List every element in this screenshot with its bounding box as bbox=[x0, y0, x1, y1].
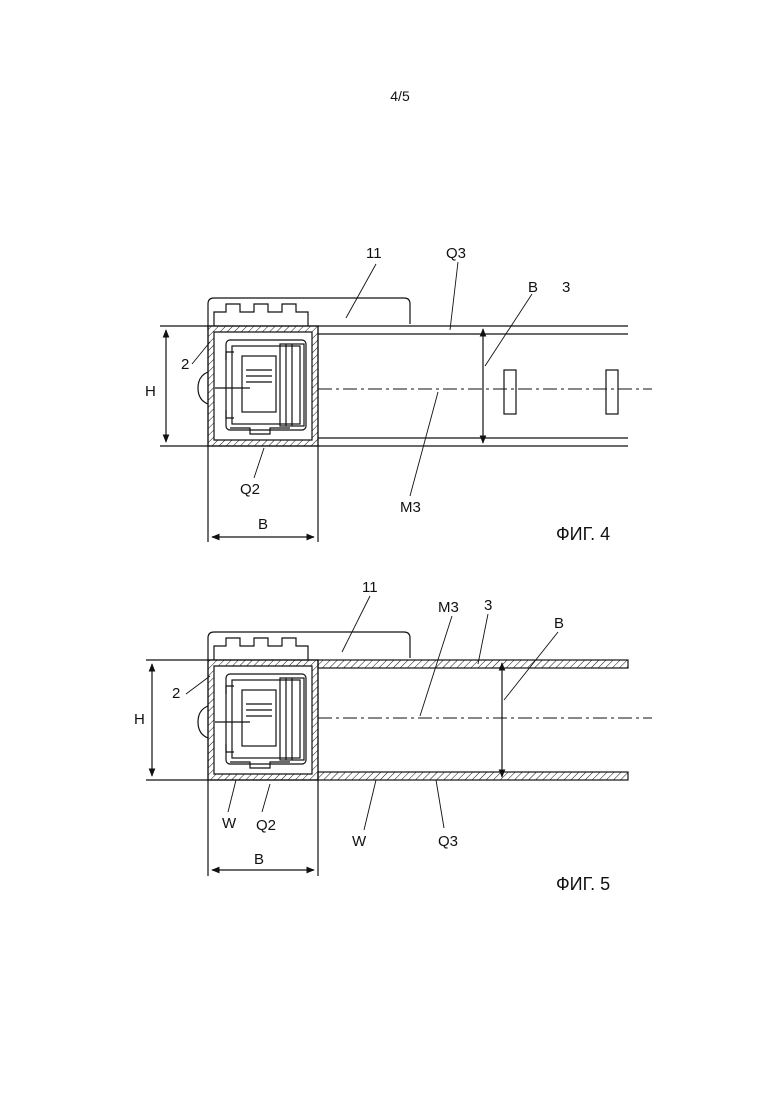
fig4-label-2: 2 bbox=[181, 356, 189, 373]
fig5-label-h: H bbox=[134, 711, 145, 728]
fig5-label-3: 3 bbox=[484, 597, 492, 614]
fig5-label-m3: M3 bbox=[438, 599, 459, 616]
fig5-label-b-width: B bbox=[254, 851, 264, 868]
fig4-label-b-inner: B bbox=[528, 279, 538, 296]
fig5-label-b-inner: B bbox=[554, 615, 564, 632]
cover-11 bbox=[208, 298, 410, 330]
conduit-bottom-wall bbox=[318, 772, 628, 780]
cover-11 bbox=[208, 632, 410, 660]
clip-profile bbox=[214, 304, 308, 326]
fig5-label-w-right: W bbox=[352, 833, 367, 850]
fig5-label-w-left: W bbox=[222, 815, 237, 832]
fig4-label-h: H bbox=[145, 383, 156, 400]
fig4-label-b-width: B bbox=[258, 516, 268, 533]
fig5-label-11: 11 bbox=[362, 579, 378, 596]
fig4-label-m3: M3 bbox=[400, 499, 421, 516]
fig4-label-q2: Q2 bbox=[240, 481, 260, 498]
fig4-label-q3: Q3 bbox=[446, 245, 466, 262]
fig4-label-11: 11 bbox=[366, 245, 382, 262]
fig4-label-3: 3 bbox=[562, 279, 570, 296]
fig5-label-q3: Q3 bbox=[438, 833, 458, 850]
fig5-label-q2: Q2 bbox=[256, 817, 276, 834]
conduit-top-wall bbox=[318, 660, 628, 668]
fig5-label-2: 2 bbox=[172, 685, 180, 702]
clip-profile bbox=[214, 638, 308, 660]
fig5-caption: ФИГ. 5 bbox=[556, 874, 610, 894]
fig4-caption: ФИГ. 4 bbox=[556, 524, 610, 544]
figure-5 bbox=[146, 596, 652, 876]
